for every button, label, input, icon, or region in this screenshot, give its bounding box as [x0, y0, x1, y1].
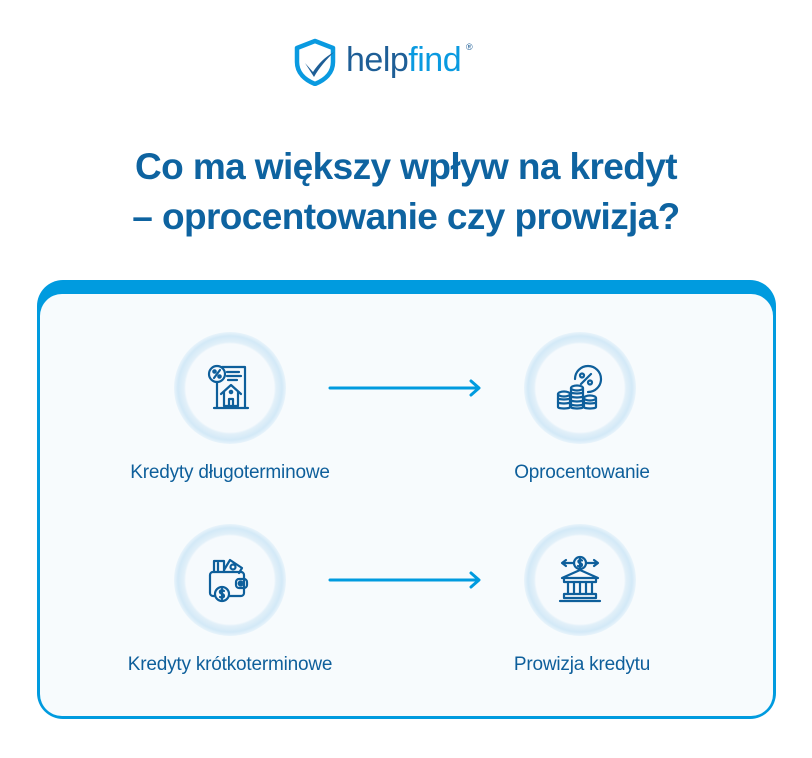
label-long-term-credit: Kredyty długoterminowe — [130, 462, 330, 483]
diagram-card — [40, 294, 773, 716]
logo-wordmark: helpfind ® — [346, 41, 473, 79]
mortgage-document-icon — [207, 364, 250, 410]
label-commission: Prowizja kredytu — [513, 654, 651, 675]
logo-text-find: find — [408, 41, 462, 79]
label-short-term-credit: Kredyty krótkoterminowe — [127, 654, 333, 675]
short-term-credit-icon-circle — [174, 524, 286, 636]
wallet-money-icon — [208, 558, 249, 603]
coins-percent-icon — [556, 364, 603, 410]
label-interest-rate: Oprocentowanie — [514, 462, 650, 483]
long-term-credit-icon-circle — [174, 332, 286, 444]
logo-text-help: help — [346, 41, 409, 79]
shield-check-icon — [294, 38, 336, 86]
registered-mark: ® — [465, 42, 473, 52]
page-title: Co ma większy wpływ na kredyt – oprocent… — [0, 142, 812, 242]
helpfind-logo: helpfind ® — [292, 38, 473, 86]
title-line-2: – oprocentowanie czy prowizja? — [132, 196, 680, 237]
bank-dollar-icon — [558, 555, 602, 603]
arrow-right-icon — [328, 379, 481, 397]
interest-icon-circle — [524, 332, 636, 444]
title-line-1: Co ma większy wpływ na kredyt — [135, 146, 678, 187]
commission-icon-circle — [524, 524, 636, 636]
arrow-right-icon — [328, 571, 481, 589]
